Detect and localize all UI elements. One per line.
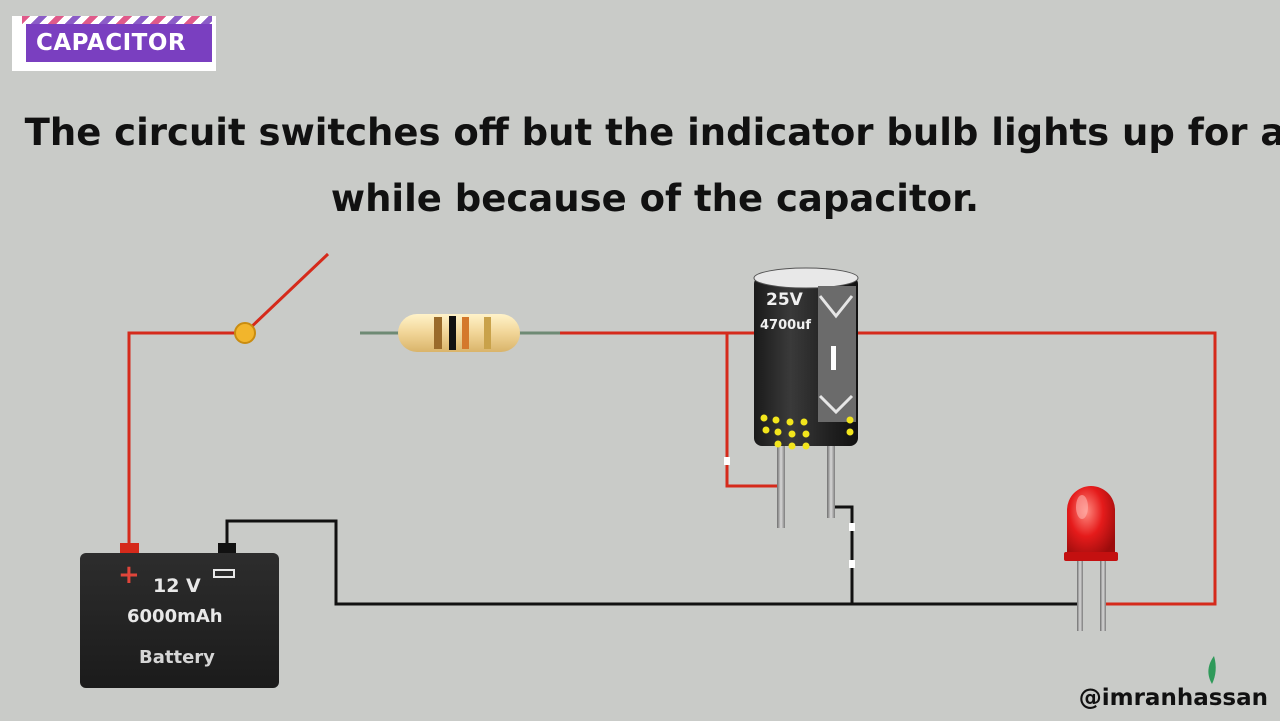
tag-stripes: [22, 16, 212, 24]
switch-lever: [245, 252, 330, 333]
wire-capacitor-leg-loop: [725, 333, 784, 488]
headline-line-1: The circuit switches off but the indicat…: [24, 111, 1280, 154]
resistor-icon: [398, 314, 520, 352]
battery-positive-symbol: +: [118, 560, 140, 590]
negative-wires: [225, 505, 1080, 606]
wire-battery-negative: [225, 519, 1080, 606]
tag-label: CAPACITOR: [26, 24, 212, 62]
wire-capacitor-to-led: [855, 331, 1217, 606]
joint-markers: [724, 457, 855, 568]
battery-negative-symbol: [213, 569, 235, 578]
title-tag: CAPACITOR: [12, 16, 216, 71]
positive-wires: [127, 252, 1217, 606]
capacitor-voltage: 25V: [766, 290, 804, 310]
watermark-handle: @imranhassan: [1078, 685, 1268, 711]
headline-line-2: while because of the capacitor.: [330, 177, 980, 220]
wire-battery-to-switch: [127, 331, 245, 545]
led-icon: [1064, 486, 1118, 631]
battery-capacity: 6000mAh: [127, 606, 223, 627]
switch-icon: [234, 322, 256, 344]
leaf-icon: [1208, 656, 1216, 684]
battery-label: Battery: [139, 647, 215, 668]
headline: The circuit switches off but the indicat…: [0, 100, 1280, 232]
battery-icon: [80, 543, 279, 688]
battery-voltage: 12 V: [153, 575, 201, 597]
capacitor-capacitance: 4700uf: [760, 318, 811, 333]
wire-capacitor-negative: [833, 505, 854, 604]
capacitor-icon: [753, 267, 859, 528]
